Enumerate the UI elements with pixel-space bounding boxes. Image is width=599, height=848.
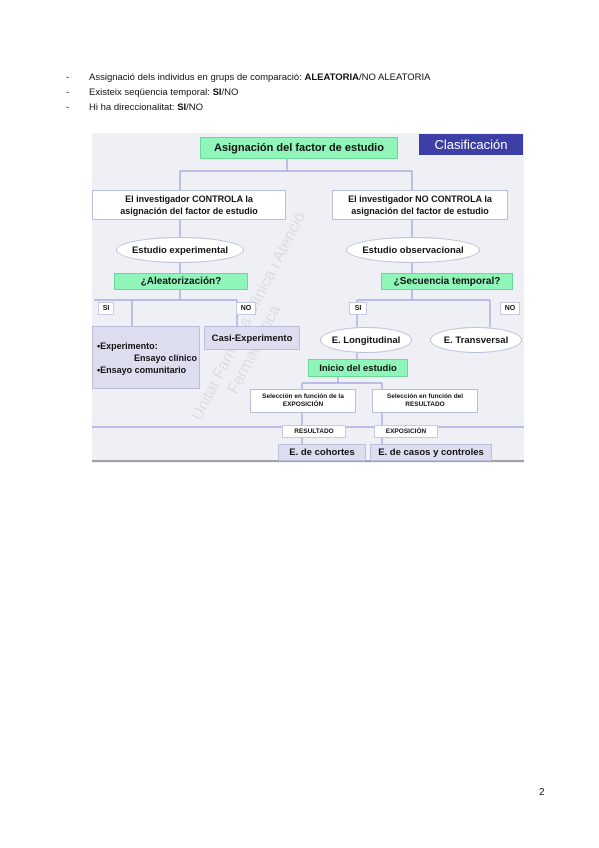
bullet-item-sequencia: Existeix seqüencia temporal: SI/NO	[66, 85, 430, 100]
estudio-observacional-node: Estudio observacional	[346, 237, 480, 263]
longitudinal-text: E. Longitudinal	[331, 334, 401, 346]
inicio-node: Inicio del estudio	[308, 359, 408, 377]
title-node: Asignación del factor de estudio	[200, 137, 398, 159]
exposicion-tag: EXPOSICIÓN	[374, 425, 438, 438]
experimento-text: •Experimento:	[97, 340, 158, 351]
no-right-text: NO	[504, 305, 516, 312]
bullet-rest: /NO	[186, 102, 204, 113]
seleccion-resultado-text: Selección en función del RESULTADO	[386, 393, 464, 408]
transversal-text: E. Transversal	[443, 334, 509, 346]
inicio-text: Inicio del estudio	[319, 362, 397, 374]
si-right-text: SI	[354, 305, 362, 312]
seleccion-exposicion-node: Selección en función de la EXPOSICIÓN	[250, 389, 356, 413]
experimento-node: •Experimento: Ensayo clínico •Ensayo com…	[92, 326, 200, 389]
bullet-list: Assignació dels individus en grups de co…	[66, 70, 430, 115]
controla-node: El investigador CONTROLA la asignación d…	[92, 190, 286, 220]
ensayo-clinico-text: Ensayo clínico	[133, 352, 197, 363]
seleccion-exposicion-text: Selección en función de la EXPOSICIÓN	[262, 393, 344, 408]
secuencia-temporal-node: ¿Secuencia temporal?	[381, 273, 513, 290]
bullet-rest: /NO	[221, 87, 239, 98]
no-left-text: NO	[240, 305, 252, 312]
resultado-tag: RESULTADO	[282, 425, 346, 438]
no-controla-text: El investigador NO CONTROLA la asignació…	[348, 194, 492, 216]
bullet-item-direccionalitat: Hi ha direccionalitat: SI/NO	[66, 100, 430, 115]
casos-controles-node: E. de casos y controles	[370, 444, 492, 461]
resultado-text: RESULTADO	[294, 428, 334, 435]
cohortes-node: E. de cohortes	[278, 444, 366, 461]
bullet-text: Hi ha direccionalitat:	[89, 102, 178, 113]
si-right-tag: SI	[349, 302, 367, 315]
exposicion-text: EXPOSICIÓN	[385, 428, 427, 435]
si-left-tag: SI	[98, 302, 114, 315]
estudio-experimental-node: Estudio experimental	[116, 237, 244, 263]
longitudinal-node: E. Longitudinal	[320, 327, 412, 353]
casi-experimento-node: Casi-Experimento	[204, 326, 300, 350]
title-text: Asignación del factor de estudio	[214, 142, 384, 154]
page-number: 2	[539, 787, 545, 798]
classification-text: Clasificación	[434, 137, 508, 152]
transversal-node: E. Transversal	[430, 327, 522, 353]
aleatorizacion-node: ¿Aleatorización?	[114, 273, 248, 290]
estudio-experimental-text: Estudio experimental	[131, 244, 229, 256]
aleatorizacion-text: ¿Aleatorización?	[140, 276, 222, 287]
bullet-text: Assignació dels individus en grups de co…	[89, 72, 305, 83]
bullet-bold: ALEATORIA	[304, 72, 359, 83]
controla-text: El investigador CONTROLA la asignación d…	[120, 194, 258, 216]
casi-experimento-text: Casi-Experimento	[211, 332, 293, 344]
no-controla-node: El investigador NO CONTROLA la asignació…	[332, 190, 508, 220]
seleccion-resultado-node: Selección en función del RESULTADO	[372, 389, 478, 413]
bullet-rest: /NO ALEATORIA	[359, 72, 431, 83]
si-left-text: SI	[102, 305, 110, 312]
bullet-item-assignacio: Assignació dels individus en grups de co…	[66, 70, 430, 85]
classification-diagram: Unitat Farmàcia Clínica i Atenció Farmac…	[92, 133, 524, 463]
connector-lines	[92, 159, 524, 462]
secuencia-temporal-text: ¿Secuencia temporal?	[393, 276, 501, 287]
no-right-tag: NO	[500, 302, 520, 315]
ensayo-comunitario-text: •Ensayo comunitario	[97, 364, 187, 375]
bullet-bold: SI	[177, 102, 187, 113]
no-left-tag: NO	[236, 302, 256, 315]
classification-label: Clasificación	[419, 134, 523, 155]
casos-controles-text: E. de casos y controles	[378, 447, 484, 458]
bullet-text: Existeix seqüencia temporal:	[89, 87, 213, 98]
bullet-bold: SI	[212, 87, 222, 98]
cohortes-text: E. de cohortes	[289, 447, 355, 458]
estudio-observacional-text: Estudio observacional	[362, 244, 464, 256]
